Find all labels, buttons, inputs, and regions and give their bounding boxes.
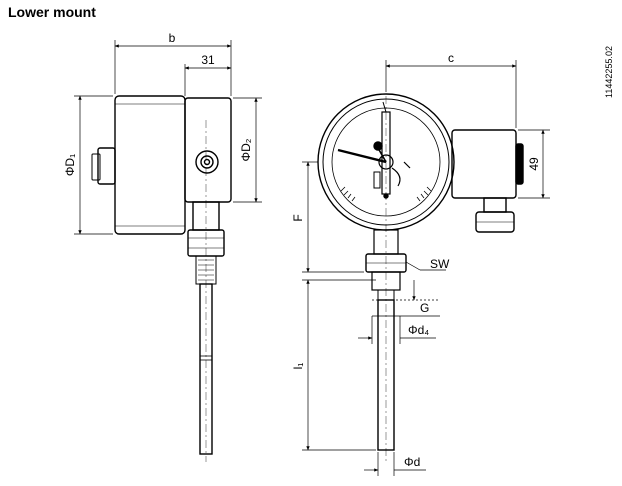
- main-pointer: [337, 148, 387, 164]
- section-heading: Lower mount: [8, 4, 96, 20]
- dim-49-label: 49: [527, 157, 541, 171]
- dim-l1-label: l₁: [291, 363, 305, 370]
- terminal-knob: [515, 143, 524, 185]
- dim-d4-label: Φd₄: [408, 323, 429, 337]
- dim-c-label: c: [448, 51, 454, 65]
- dim-b-label: b: [169, 31, 176, 45]
- drawing-code: 11442255.02: [604, 46, 614, 98]
- dim-D1-label: ΦD₁: [63, 154, 77, 176]
- dim-F-label: F: [291, 214, 305, 221]
- dim-G-label: G: [420, 301, 429, 315]
- terminal-box: [184, 97, 232, 203]
- dim-SW-label: SW: [430, 257, 450, 271]
- terminal-box-front: [451, 129, 517, 199]
- side-view: [91, 95, 232, 462]
- dim-31-label: 31: [201, 53, 215, 67]
- rear-connector: [97, 147, 116, 185]
- side-view-dimensions: [74, 40, 262, 235]
- cable-gland: [195, 150, 219, 174]
- dim-d-label: Φd: [404, 455, 420, 469]
- front-view-dimensions: [302, 60, 550, 476]
- case-body: [114, 95, 186, 235]
- front-view: [317, 93, 524, 462]
- dim-D2-label: ΦD₂: [239, 138, 253, 161]
